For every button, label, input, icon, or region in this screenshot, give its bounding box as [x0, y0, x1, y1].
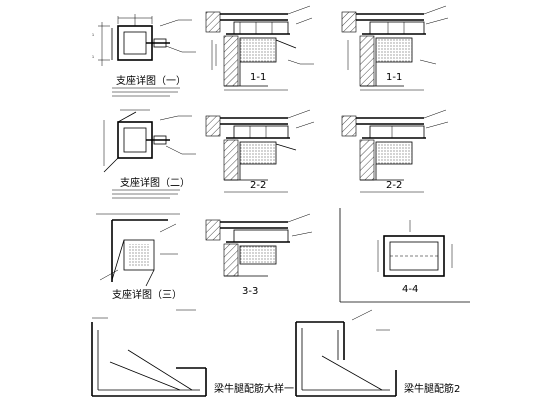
- corbel-detail-1-title: 梁牛腿配筋大样一: [214, 382, 294, 395]
- section-1-1-right-title: 1-1: [386, 72, 402, 83]
- section-3-3: 3-3: [205, 213, 313, 297]
- section-2-2-left-title: 2-2: [250, 180, 266, 191]
- corbel-detail-1: 梁牛腿配筋大样一: [91, 309, 294, 397]
- support-detail-3: 支座详图（三）: [96, 213, 182, 301]
- support-detail-3-title: 支座详图（三）: [112, 288, 182, 301]
- support-detail-2: 支座详图（二）: [103, 109, 196, 199]
- corbel-detail-2: 梁牛腿配筋2: [295, 309, 460, 397]
- section-2-2-left: 2-2: [205, 109, 315, 193]
- corbel-detail-2-title: 梁牛腿配筋2: [404, 382, 460, 395]
- support-detail-1: 1 1 支座详图（一）: [92, 14, 196, 97]
- section-2-2-right-title: 2-2: [386, 180, 402, 191]
- svg-text:1: 1: [92, 55, 94, 59]
- section-1-1-left: 1-1: [205, 5, 314, 91]
- section-1-1-left-title: 1-1: [250, 72, 266, 83]
- section-4-4: 4-4: [377, 220, 453, 295]
- svg-text:1: 1: [92, 33, 94, 37]
- support-detail-2-title: 支座详图（二）: [120, 176, 190, 189]
- section-4-4-title: 4-4: [402, 284, 418, 295]
- section-1-1-right: 1-1: [341, 5, 449, 91]
- section-2-2-right: 2-2: [341, 109, 449, 193]
- support-detail-1-title: 支座详图（一）: [116, 74, 186, 87]
- section-3-3-title: 3-3: [242, 286, 258, 297]
